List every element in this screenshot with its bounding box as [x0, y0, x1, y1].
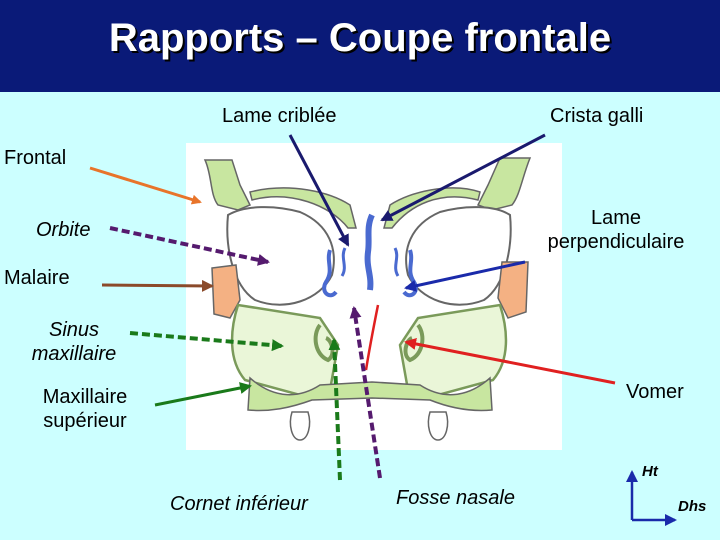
label-frontal: Frontal	[4, 146, 66, 170]
label-maxillaire-superieur: Maxillaire supérieur	[20, 385, 150, 433]
label-malaire: Malaire	[4, 266, 70, 290]
label-crista-galli: Crista galli	[550, 104, 643, 128]
label-maxillaire-line2: supérieur	[20, 409, 150, 433]
label-sinus-line2: maxillaire	[14, 342, 134, 366]
label-orbite: Orbite	[36, 218, 90, 242]
label-fosse-nasale: Fosse nasale	[396, 486, 515, 510]
label-sinus-line1: Sinus	[14, 318, 134, 342]
tooth-left	[290, 412, 309, 440]
label-lame-criblee: Lame criblée	[222, 104, 337, 128]
label-maxillaire-line1: Maxillaire	[20, 385, 150, 409]
label-lame-perpendiculaire-line1: Lame	[526, 206, 706, 230]
label-sinus-maxillaire: Sinus maxillaire	[14, 318, 134, 366]
label-ht: Ht	[642, 460, 658, 484]
arrow-malaire	[102, 285, 212, 286]
label-cornet-inferieur: Cornet inférieur	[170, 492, 308, 516]
label-vomer: Vomer	[626, 380, 684, 404]
label-lame-perpendiculaire: Lame perpendiculaire	[526, 206, 706, 254]
arrow-frontal	[90, 168, 200, 202]
tooth-right	[428, 412, 447, 440]
label-lame-perpendiculaire-line2: perpendiculaire	[526, 230, 706, 254]
label-dhs: Dhs	[678, 495, 706, 519]
